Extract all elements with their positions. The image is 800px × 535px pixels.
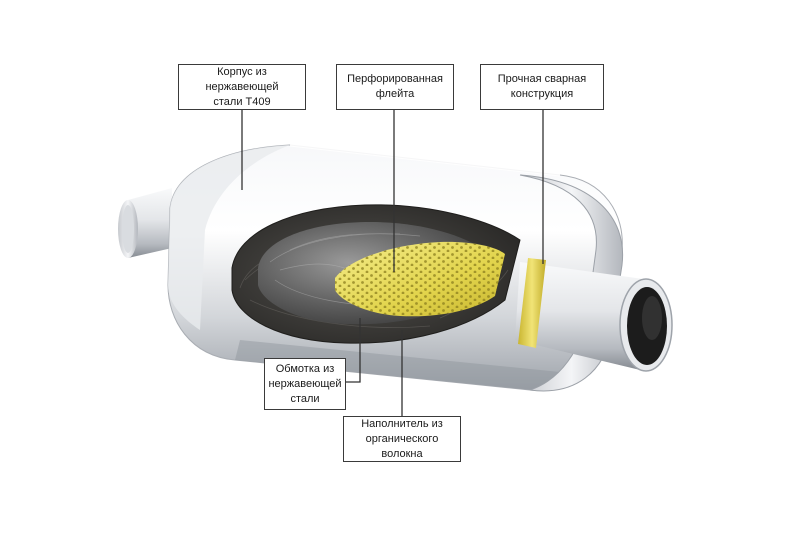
label-organic-filler: Наполнитель из органического волокна <box>343 416 461 462</box>
label-casing-text: Корпус из нержавеющей стали T409 <box>205 65 279 108</box>
label-welded-construction-text: Прочная сварная конструкция <box>497 73 587 100</box>
inlet-pipe <box>118 188 172 258</box>
weld-ring <box>518 258 546 348</box>
outlet-pipe <box>515 258 673 372</box>
label-perforated-flute: Перфорированная флейта <box>336 64 454 110</box>
leader-lines <box>241 110 544 416</box>
label-welded-construction: Прочная сварная конструкция <box>480 64 604 110</box>
label-casing: Корпус из нержавеющей стали T409 <box>178 64 306 110</box>
label-steel-wrap-text: Обмотка из нержавеющей стали <box>268 362 342 405</box>
label-steel-wrap: Обмотка из нержавеющей стали <box>264 358 346 410</box>
perforated-core <box>335 241 505 317</box>
label-perforated-flute-text: Перфорированная флейта <box>347 73 443 100</box>
label-organic-filler-text: Наполнитель из органического волокна <box>361 417 443 460</box>
leader-wrap <box>346 318 361 383</box>
